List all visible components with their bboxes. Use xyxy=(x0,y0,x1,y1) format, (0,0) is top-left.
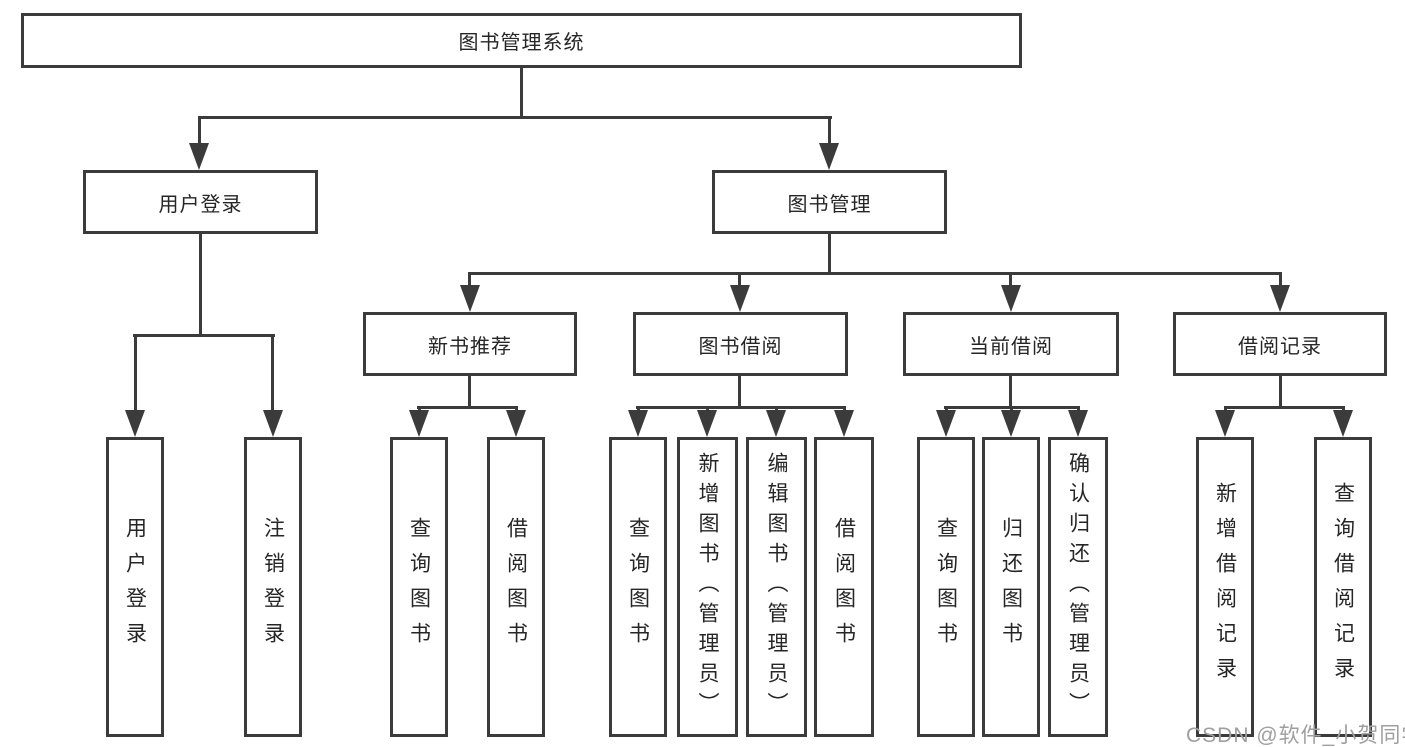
leaf-borrow-books-borrowing-label: 借阅图书 xyxy=(832,517,856,657)
arrowhead-leaf-edit-book xyxy=(766,410,786,437)
csdn-watermark: CSDN @软件_小贺同学 xyxy=(1186,724,1405,747)
edge-to-user-login-stem xyxy=(198,116,201,145)
edge-leaf6-stem xyxy=(706,406,709,413)
edge-leaf3-stem xyxy=(418,406,421,413)
edge-leaf12-stem xyxy=(1224,406,1227,413)
edge-records-split xyxy=(1224,406,1344,409)
leaf-edit-book-admin-label: 编辑图书（管理员） xyxy=(765,452,788,722)
leaf-query-books-borrowing: 查询图书 xyxy=(609,437,667,737)
leaf-query-books-current-label: 查询图书 xyxy=(934,517,958,657)
node-book-borrowing: 图书借阅 xyxy=(633,312,848,376)
leaf-borrow-books-recommend: 借阅图书 xyxy=(487,437,545,737)
node-new-book-recommend: 新书推荐 xyxy=(363,312,577,376)
leaf-query-borrow-record: 查询借阅记录 xyxy=(1314,437,1372,737)
edge-to-book-management-stem xyxy=(828,116,831,145)
node-user-login: 用户登录 xyxy=(83,170,318,234)
node-book-borrowing-label: 图书借阅 xyxy=(698,335,783,358)
leaf-query-books-recommend: 查询图书 xyxy=(390,437,448,737)
leaf-logout: 注销登录 xyxy=(244,437,302,737)
arrowhead-leaf-borrow-recommend xyxy=(506,410,526,437)
leaf-edit-book-admin: 编辑图书（管理员） xyxy=(746,437,807,737)
node-current-borrowing-label: 当前借阅 xyxy=(969,335,1053,358)
leaf-confirm-return-admin: 确认归还（管理员） xyxy=(1048,437,1108,737)
arrowhead-leaf-query-record xyxy=(1333,410,1353,437)
edge-to-current-stem xyxy=(1009,272,1012,287)
leaf-query-borrow-record-label: 查询借阅记录 xyxy=(1331,482,1355,692)
edge-root-split xyxy=(198,116,832,119)
edge-book-management-split xyxy=(468,272,1282,275)
arrowhead-leaf-borrow-borrowing xyxy=(834,410,854,437)
leaf-query-books-current: 查询图书 xyxy=(917,437,975,737)
edge-to-records-stem xyxy=(1279,272,1282,287)
node-new-book-recommend-label: 新书推荐 xyxy=(428,335,512,358)
edge-leaf7-stem xyxy=(775,406,778,413)
edge-leaf13-stem xyxy=(1342,406,1345,413)
edge-recommend-split xyxy=(417,406,517,409)
edge-user-login-split xyxy=(133,334,275,337)
edge-records-stem xyxy=(1279,374,1282,409)
node-borrowing-records-label: 借阅记录 xyxy=(1238,335,1322,358)
edge-leaf11-stem xyxy=(1077,406,1080,413)
arrowhead-borrowing-records xyxy=(1270,285,1290,312)
node-borrowing-records: 借阅记录 xyxy=(1173,312,1387,376)
edge-leaf8-stem xyxy=(843,406,846,413)
edge-current-stem xyxy=(1009,374,1012,409)
leaf-user-login-label: 用户登录 xyxy=(123,517,147,657)
arrowhead-leaf-add-record xyxy=(1215,410,1235,437)
arrowhead-current-borrowing xyxy=(1001,285,1021,312)
leaf-confirm-return-admin-label: 确认归还（管理员） xyxy=(1066,452,1090,722)
edge-borrowing-split xyxy=(636,406,846,409)
leaf-return-book: 归还图书 xyxy=(982,437,1040,737)
edge-user-login-stem xyxy=(199,232,202,337)
leaf-borrow-books-recommend-label: 借阅图书 xyxy=(504,517,528,657)
edge-to-leaf-logout-stem xyxy=(271,334,274,412)
leaf-query-books-borrowing-label: 查询图书 xyxy=(626,517,650,657)
node-library-system: 图书管理系统 xyxy=(21,13,1022,68)
leaf-user-login: 用户登录 xyxy=(106,437,164,737)
arrowhead-leaf-logout xyxy=(263,410,283,437)
edge-leaf5-stem xyxy=(637,406,640,413)
leaf-add-book-admin-label: 新增图书（管理员） xyxy=(696,452,719,722)
leaf-borrow-books-borrowing: 借阅图书 xyxy=(814,437,874,737)
arrowhead-leaf-user-login xyxy=(125,410,145,437)
node-user-login-label: 用户登录 xyxy=(158,193,243,216)
arrowhead-leaf-query-recommend xyxy=(409,410,429,437)
edge-to-recommend-stem xyxy=(468,272,471,287)
arrowhead-leaf-add-book xyxy=(697,410,717,437)
leaf-add-borrow-record: 新增借阅记录 xyxy=(1196,437,1254,737)
node-book-management-label: 图书管理 xyxy=(787,193,872,216)
edge-recommend-stem xyxy=(468,374,471,409)
arrowhead-leaf-confirm-return xyxy=(1068,410,1088,437)
leaf-add-borrow-record-label: 新增借阅记录 xyxy=(1213,482,1237,692)
arrowhead-leaf-query-current xyxy=(936,410,956,437)
arrowhead-user-login xyxy=(189,143,209,170)
node-current-borrowing: 当前借阅 xyxy=(903,312,1119,376)
edge-to-borrowing-stem xyxy=(738,272,741,287)
node-library-system-label: 图书管理系统 xyxy=(458,32,585,54)
node-book-management: 图书管理 xyxy=(712,170,947,234)
edge-leaf9-stem xyxy=(945,406,948,413)
edge-to-leaf-user-login-stem xyxy=(134,334,137,412)
edge-borrowing-stem xyxy=(738,374,741,409)
arrowhead-new-book-recommend xyxy=(460,285,480,312)
leaf-query-books-recommend-label: 查询图书 xyxy=(407,517,431,657)
arrowhead-leaf-return-book xyxy=(1001,410,1021,437)
edge-leaf4-stem xyxy=(515,406,518,413)
arrowhead-book-borrowing xyxy=(730,285,750,312)
leaf-logout-label: 注销登录 xyxy=(261,517,285,657)
leaf-add-book-admin: 新增图书（管理员） xyxy=(677,437,738,737)
edge-root-stem xyxy=(520,66,523,119)
leaf-return-book-label: 归还图书 xyxy=(999,517,1023,657)
edge-book-management-stem xyxy=(828,232,831,275)
arrowhead-leaf-query-borrowing xyxy=(628,410,648,437)
edge-leaf10-stem xyxy=(1010,406,1013,413)
arrowhead-book-management xyxy=(819,143,839,170)
